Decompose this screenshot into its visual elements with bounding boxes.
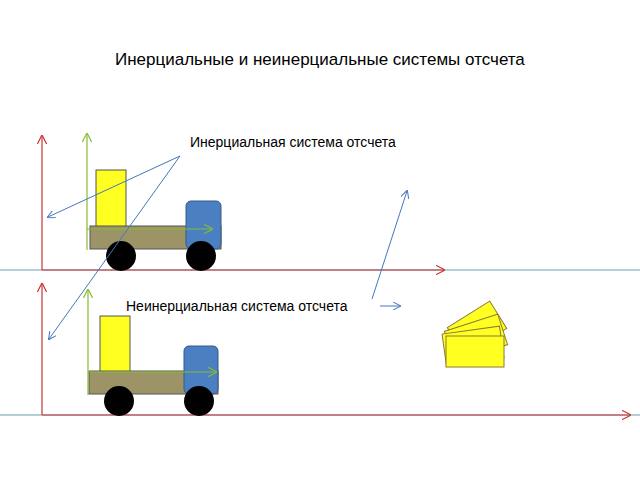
- ground-line: [0, 270, 640, 271]
- card-stack: [442, 301, 508, 367]
- frame-label: Инерциальная система отсчета: [188, 134, 398, 151]
- truck: [90, 170, 221, 271]
- axis: [87, 228, 212, 229]
- truck: [89, 316, 218, 416]
- axis: [41, 136, 42, 270]
- leader-line: [48, 156, 407, 339]
- ground-line: [0, 415, 640, 416]
- axis: [41, 284, 42, 415]
- axis: [42, 414, 630, 415]
- axis: [86, 134, 87, 250]
- frame-label: Неинерциальная система отсчета: [124, 298, 350, 315]
- axis: [88, 371, 216, 372]
- axis: [87, 290, 88, 395]
- title: Инерциальные и неинерциальные системы от…: [113, 50, 527, 70]
- axis: [42, 269, 444, 270]
